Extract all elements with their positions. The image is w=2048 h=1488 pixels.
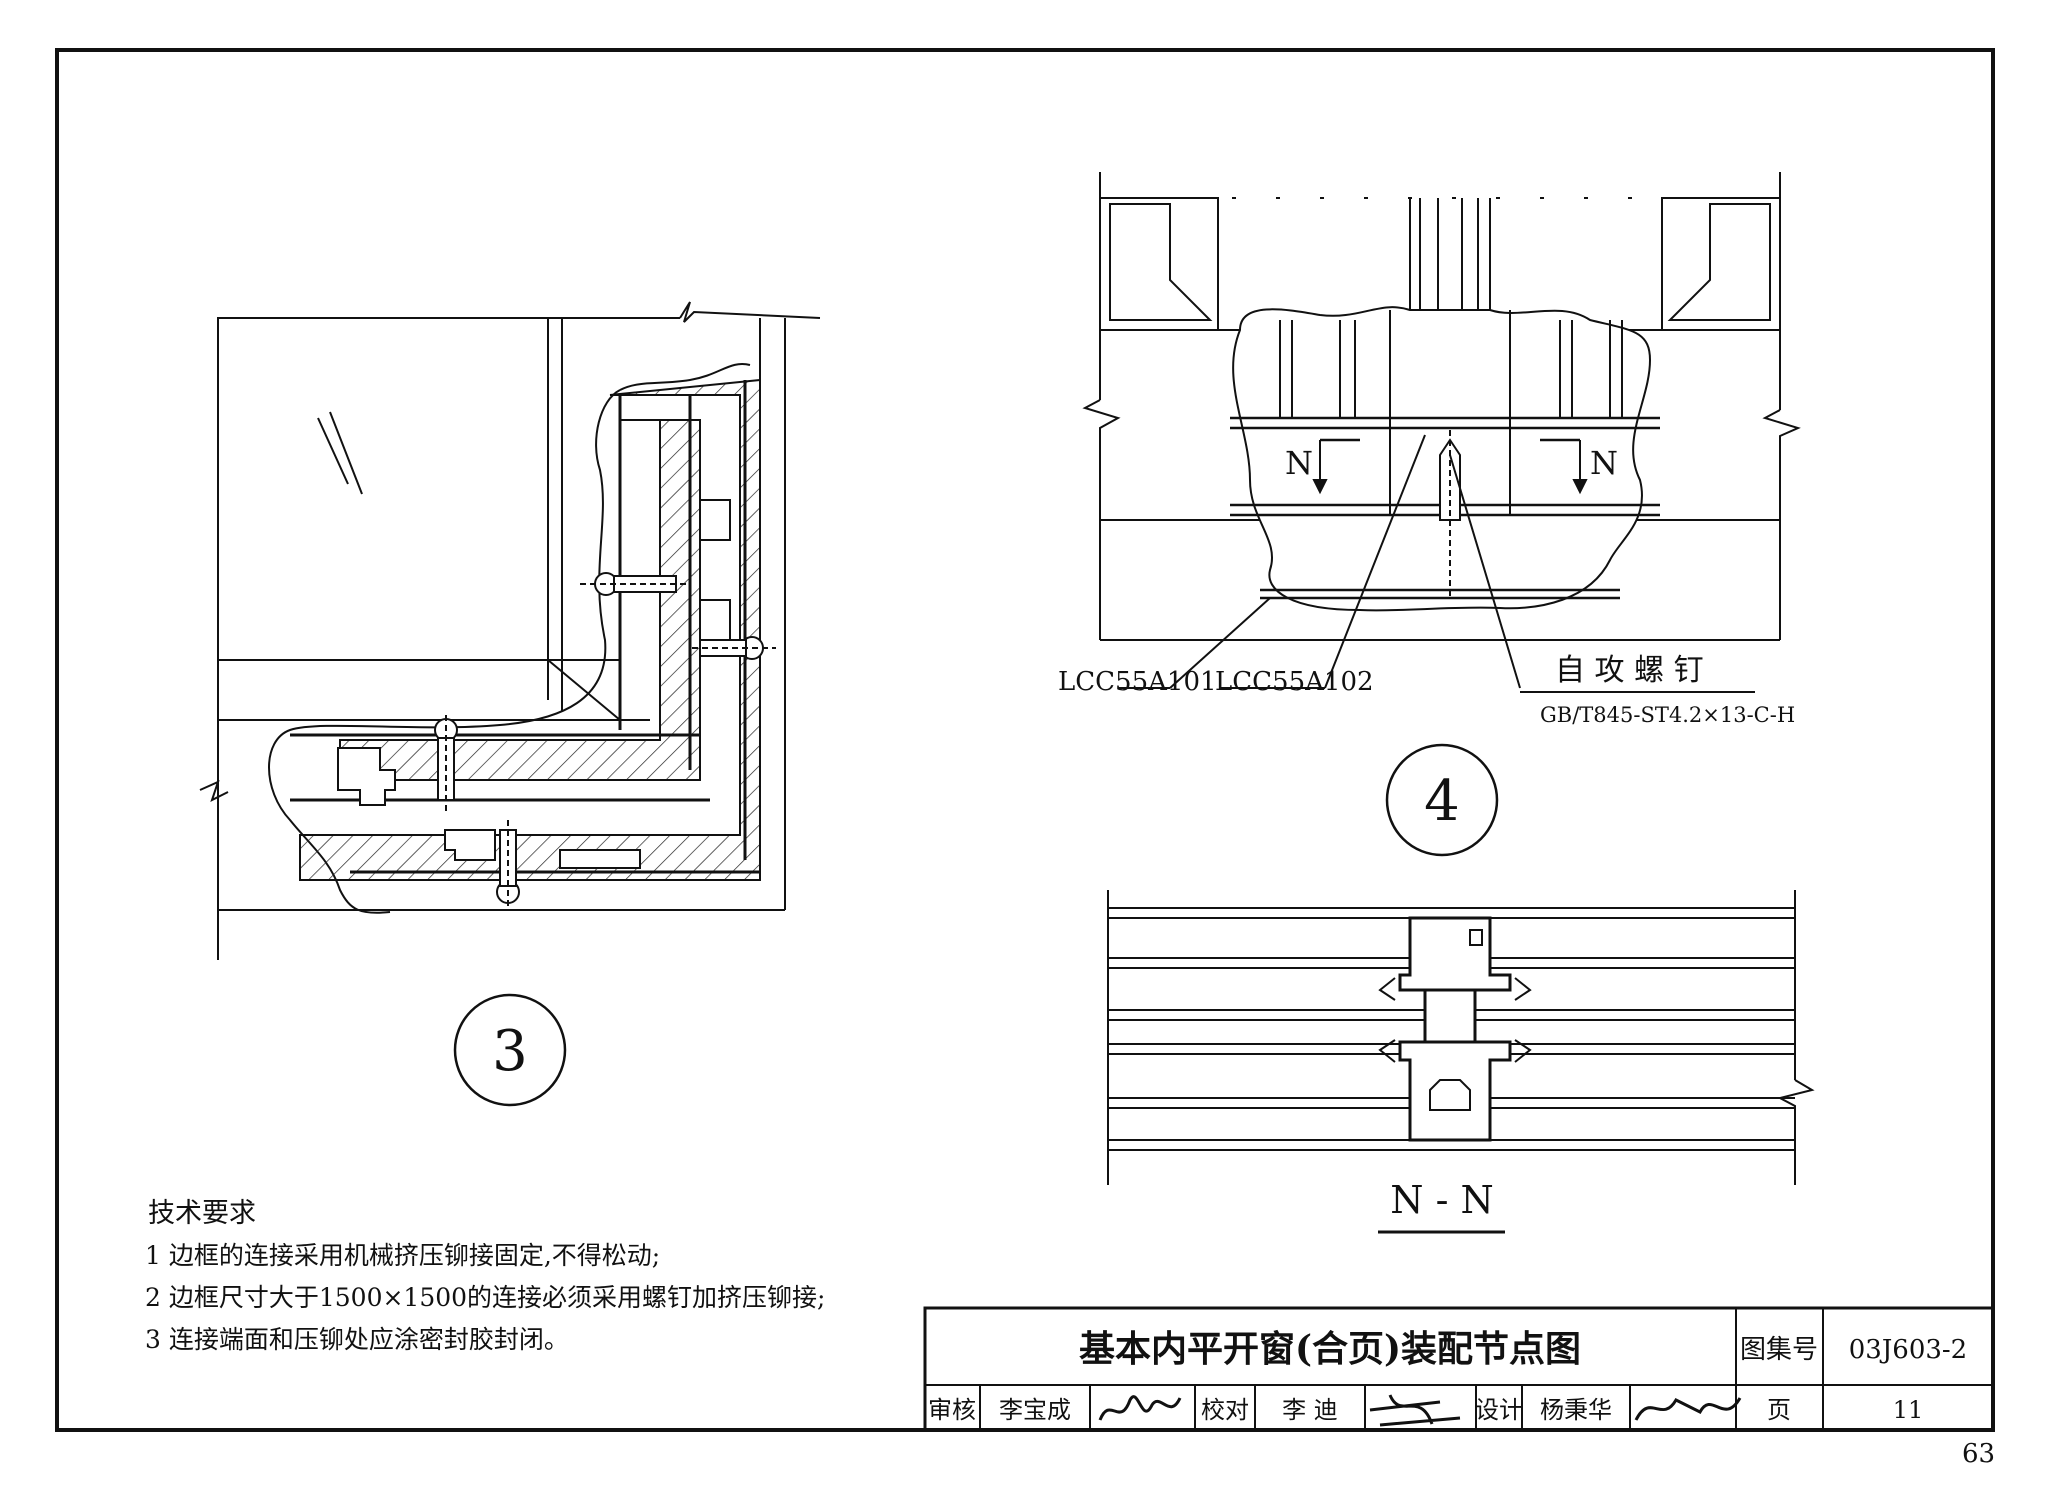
review-label: 审核 [928,1396,976,1424]
check-label: 校对 [1201,1396,1249,1424]
screw-spec: GB/T845-ST4.2×13-C-H [1540,703,1795,727]
part-label-lcc55a102: LCC55A102 [1215,667,1374,697]
detail-4-marker [1385,743,1499,857]
notes-title: 技术要求 [148,1198,256,1229]
reviewer-signature [1098,1395,1182,1421]
title-block [923,1306,1995,1432]
screw-label: 自 攻 螺 钉 [1555,653,1704,688]
page-number: 11 [1893,1396,1924,1424]
note-item-1: 1 边框的连接采用机械挤压铆接固定,不得松动; [145,1241,660,1270]
page-label: 页 [1767,1396,1791,1424]
atlas-label: 图集号 [1740,1335,1818,1365]
drawing-title: 基本内平开窗(合页)装配节点图 [1079,1328,1581,1370]
reviewer-name: 李宝成 [999,1396,1071,1424]
part-label-lcc55a101: LCC55A101 [1058,667,1217,697]
note-item-2: 2 边框尺寸大于1500×1500的连接必须采用螺钉加挤压铆接; [145,1283,825,1312]
detail-3-marker [453,993,567,1107]
design-label: 设计 [1475,1396,1523,1424]
designer-name: 杨秉华 [1540,1396,1612,1424]
atlas-number: 03J603-2 [1849,1335,1967,1365]
detail-4-drawing [1082,172,1801,693]
checker-name: 李 迪 [1282,1396,1338,1424]
designer-signature [1634,1397,1742,1421]
sheet-number: 63 [1962,1439,1995,1469]
section-mark-left: N [1285,444,1313,482]
section-nn-drawing [1107,890,1815,1185]
section-mark-right: N [1590,444,1618,482]
section-label: N - N [1390,1178,1494,1222]
detail-3-drawing [199,301,821,960]
detail-3-number: 3 [492,1019,528,1084]
checker-signature [1369,1394,1461,1427]
detail-4-number: 4 [1424,769,1460,834]
note-item-3: 3 连接端面和压铆处应涂密封胶封闭。 [145,1325,569,1354]
